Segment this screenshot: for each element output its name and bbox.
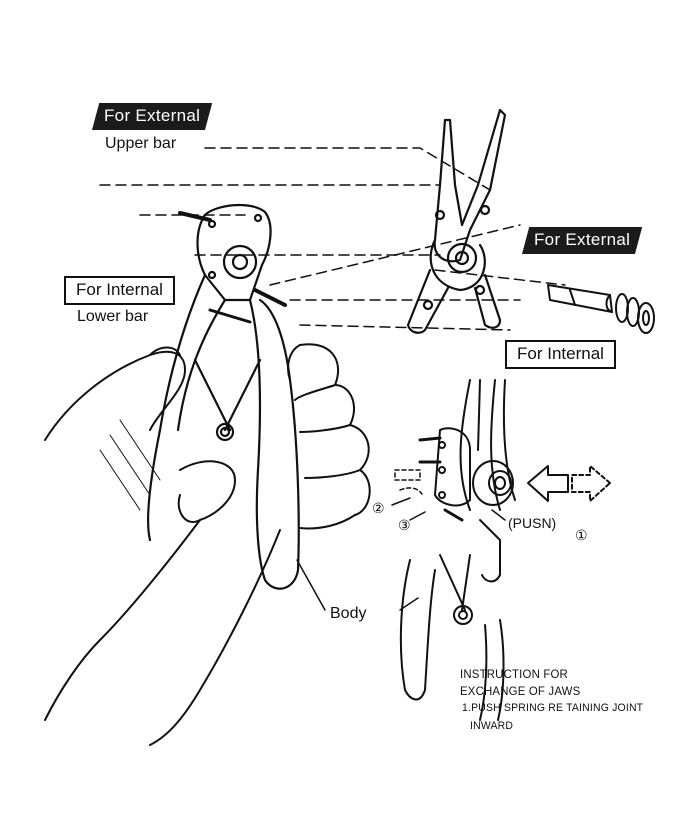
push-arrow-solid-icon: [527, 465, 569, 502]
label-lower-bar: Lower bar: [77, 308, 149, 325]
instruction-line-4: INWARD: [470, 720, 514, 732]
instruction-line-1: INSTRUCTION FOR: [460, 667, 568, 681]
step-3-marker: ③: [398, 517, 411, 533]
label-pusn: (PUSN): [508, 515, 557, 531]
label-upper-bar: Upper bar: [105, 135, 177, 152]
push-arrow-dashed-icon: [571, 465, 611, 502]
leader-lines: [296, 497, 506, 611]
alignment-dashed-lines: [99, 147, 566, 331]
label-for-internal-right: For Internal: [505, 340, 616, 369]
instruction-line-3: 1.PUSH SPRING RE TAINING JOINT: [462, 702, 644, 714]
pliers-main: [146, 203, 300, 590]
label-for-external-top: For External: [92, 103, 213, 130]
label-for-external-right: For External: [522, 227, 643, 254]
label-body: Body: [330, 605, 367, 622]
instruction-line-2: EXCHANGE OF JAWS: [460, 684, 581, 698]
label-for-internal-left: For Internal: [64, 276, 175, 305]
step-2-marker: ②: [372, 500, 385, 516]
internal-pin: [547, 284, 655, 334]
hand-illustration: [44, 343, 371, 746]
jaw-exchange-detail: [399, 379, 516, 721]
rotate-arrow-dashed-icon: [394, 469, 423, 495]
jaw-set-external: [406, 108, 507, 334]
step-1-marker: ①: [575, 527, 588, 543]
